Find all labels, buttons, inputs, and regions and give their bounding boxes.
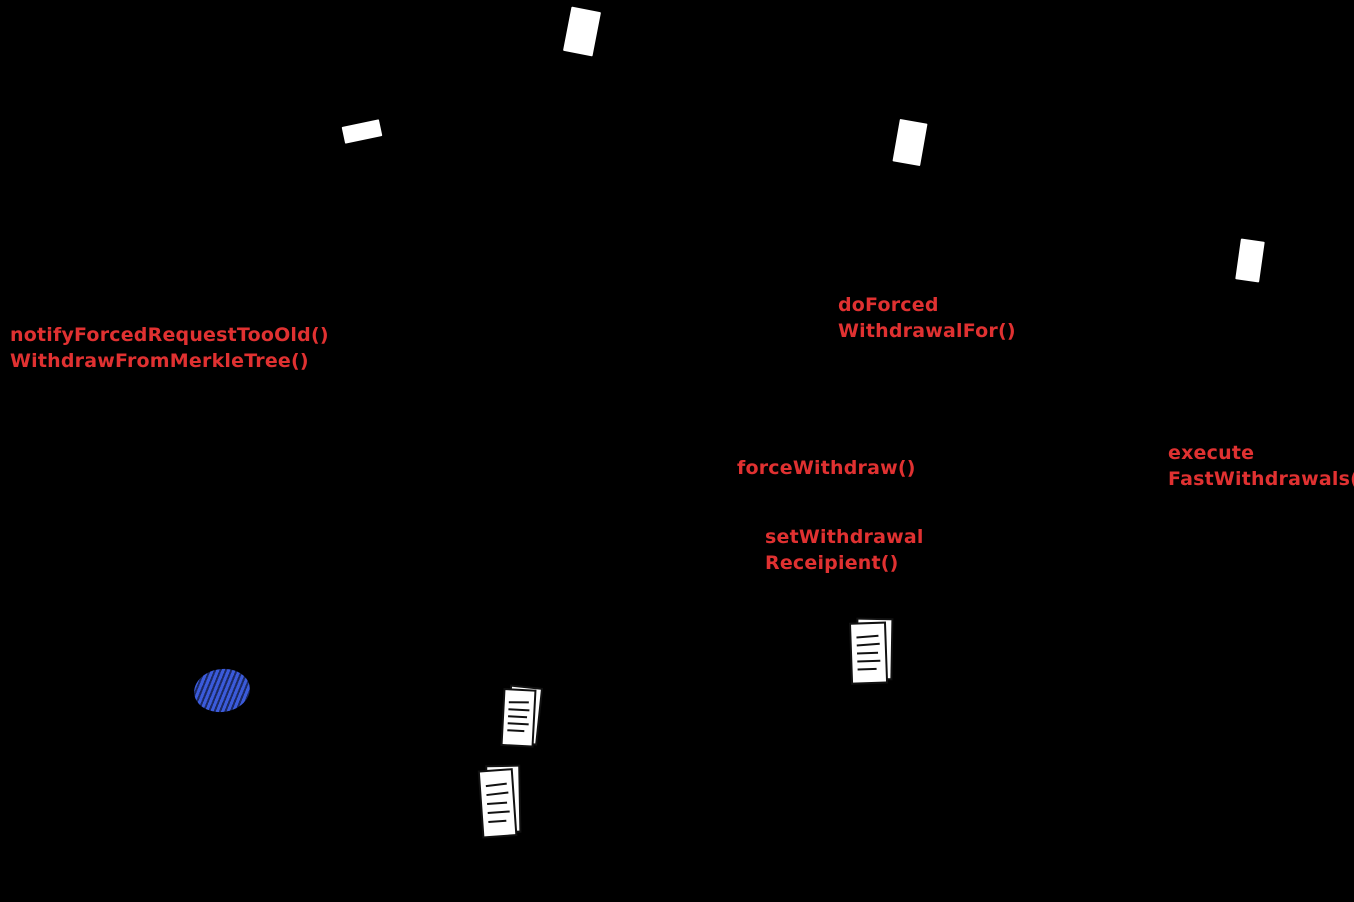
label-execute-fast-withdrawals: execute FastWithdrawals() [1168,442,1354,490]
label-notify-forced-request-too-old: notifyForcedRequestTooOld() WithdrawFrom… [10,324,329,372]
paper-sheet-icon-middle [892,118,928,167]
label-set-withdrawal-receipient: setWithdrawal Receipient() [765,526,924,574]
label-force-withdraw: forceWithdraw() [737,457,916,479]
lined-document-icon-right [847,616,897,688]
paper-sheet-icon-left [341,119,383,144]
blue-scribble-ellipse-icon [191,665,253,716]
label-do-forced-withdrawal-for: doForced WithdrawalFor() [838,294,1016,342]
paper-sheet-icon-right [1235,238,1265,283]
lined-document-icon-bottom [475,762,528,841]
paper-sheet-icon-top [562,6,602,57]
lined-document-icon-center [498,684,545,752]
